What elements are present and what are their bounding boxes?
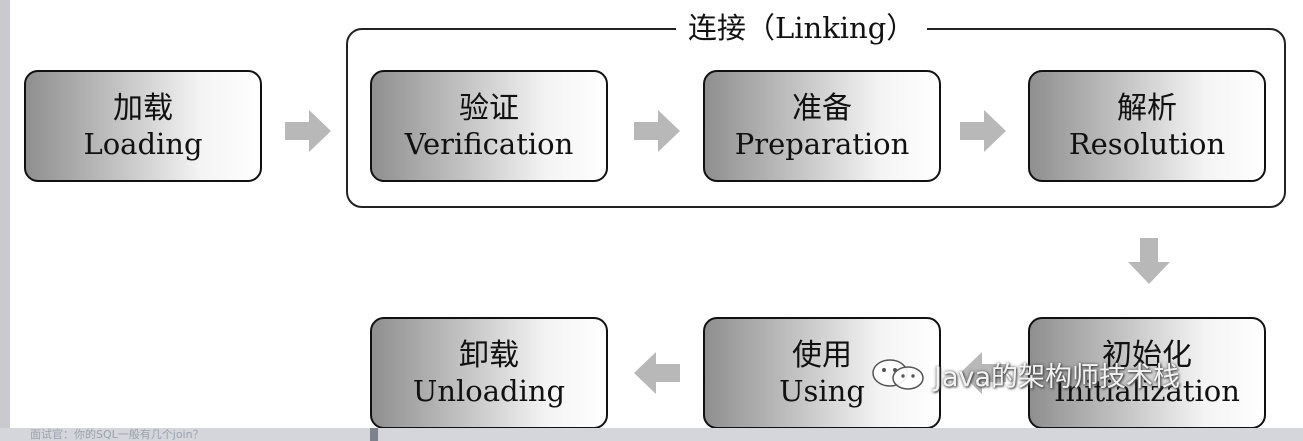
stage-preparation-zh-label: 准备 bbox=[792, 91, 852, 126]
stage-preparation-en-label: Preparation bbox=[734, 127, 910, 161]
stage-loading-zh-label: 加载 bbox=[113, 91, 173, 126]
stage-verification-zh-label: 验证 bbox=[459, 91, 519, 126]
stage-initialization-zh-label: 初始化 bbox=[1102, 338, 1192, 373]
footer-caption: 面试官：你的SQL一般有几个join？ bbox=[30, 428, 204, 441]
left-edge-strip bbox=[0, 0, 10, 441]
bottom-strip bbox=[0, 428, 1303, 441]
stage-verification-en-label: Verification bbox=[404, 127, 574, 161]
bottom-marker bbox=[370, 428, 378, 441]
stage-resolution: 解析 Resolution bbox=[1028, 70, 1266, 182]
arrow-right-icon bbox=[285, 110, 331, 152]
stage-loading-en-label: Loading bbox=[83, 127, 203, 161]
wechat-icon bbox=[872, 358, 924, 390]
arrow-left-icon bbox=[634, 352, 680, 394]
stage-preparation: 准备 Preparation bbox=[703, 70, 941, 182]
stage-unloading-zh-label: 卸载 bbox=[459, 338, 519, 373]
stage-unloading-en-label: Unloading bbox=[412, 374, 566, 408]
watermark: Java的架构师技术栈 bbox=[870, 355, 1180, 394]
arrow-down-icon bbox=[1128, 238, 1170, 284]
stage-initialization-en-label: Initialization bbox=[1054, 374, 1240, 408]
stage-initialization: 初始化 Initialization bbox=[1028, 317, 1266, 429]
stage-verification: 验证 Verification bbox=[370, 70, 608, 182]
stage-using-en-label: Using bbox=[779, 374, 865, 408]
arrow-right-icon bbox=[634, 110, 680, 152]
arrow-left-icon bbox=[960, 352, 1006, 394]
stage-unloading: 卸载 Unloading bbox=[370, 317, 608, 429]
stage-resolution-en-label: Resolution bbox=[1068, 127, 1226, 161]
stage-using-zh-label: 使用 bbox=[792, 338, 852, 373]
stage-loading: 加载 Loading bbox=[24, 70, 262, 182]
arrow-right-icon bbox=[960, 110, 1006, 152]
stage-resolution-zh-label: 解析 bbox=[1117, 91, 1177, 126]
linking-group-title: 连接（Linking） bbox=[676, 10, 928, 46]
watermark-text: Java的架构师技术栈 bbox=[934, 362, 1181, 393]
